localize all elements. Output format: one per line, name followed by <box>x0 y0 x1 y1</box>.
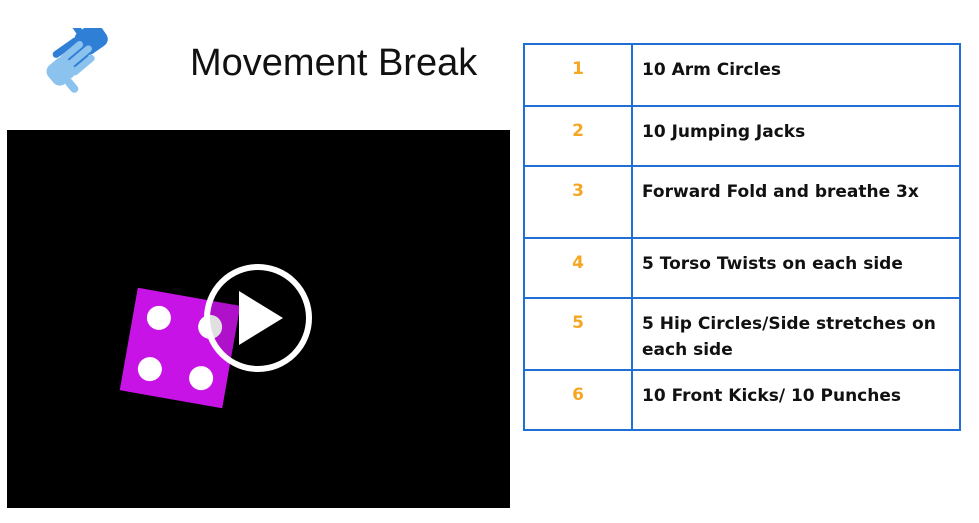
step-text: 10 Arm Circles <box>631 43 961 107</box>
table-row: 3 Forward Fold and breathe 3x <box>523 165 961 239</box>
step-number: 4 <box>523 237 633 299</box>
movement-steps-table: 1 10 Arm Circles 2 10 Jumping Jacks 3 Fo… <box>523 43 961 431</box>
play-button[interactable] <box>204 264 312 372</box>
step-text: 5 Torso Twists on each side <box>631 237 961 299</box>
step-number: 2 <box>523 105 633 167</box>
table-row: 4 5 Torso Twists on each side <box>523 237 961 299</box>
table-row: 1 10 Arm Circles <box>523 43 961 107</box>
step-text: 10 Front Kicks/ 10 Punches <box>631 369 961 431</box>
dice <box>119 287 241 409</box>
video-player[interactable] <box>7 130 510 508</box>
page-title: Movement Break <box>190 42 478 84</box>
table-row: 5 5 Hip Circles/Side stretches on each s… <box>523 297 961 371</box>
step-text: Forward Fold and breathe 3x <box>631 165 961 239</box>
helping-hands-icon <box>46 21 108 93</box>
dice-pip <box>189 366 214 391</box>
step-number: 3 <box>523 165 633 239</box>
play-icon[interactable] <box>239 291 283 345</box>
table-row: 6 10 Front Kicks/ 10 Punches <box>523 369 961 431</box>
step-number: 6 <box>523 369 633 431</box>
logo <box>22 21 114 104</box>
dice-pip <box>137 357 162 382</box>
dice-pip <box>146 305 171 330</box>
video-frame <box>119 264 312 409</box>
table-row: 2 10 Jumping Jacks <box>523 105 961 167</box>
step-text: 5 Hip Circles/Side stretches on each sid… <box>631 297 961 371</box>
step-number: 5 <box>523 297 633 371</box>
step-text: 10 Jumping Jacks <box>631 105 961 167</box>
step-number: 1 <box>523 43 633 107</box>
